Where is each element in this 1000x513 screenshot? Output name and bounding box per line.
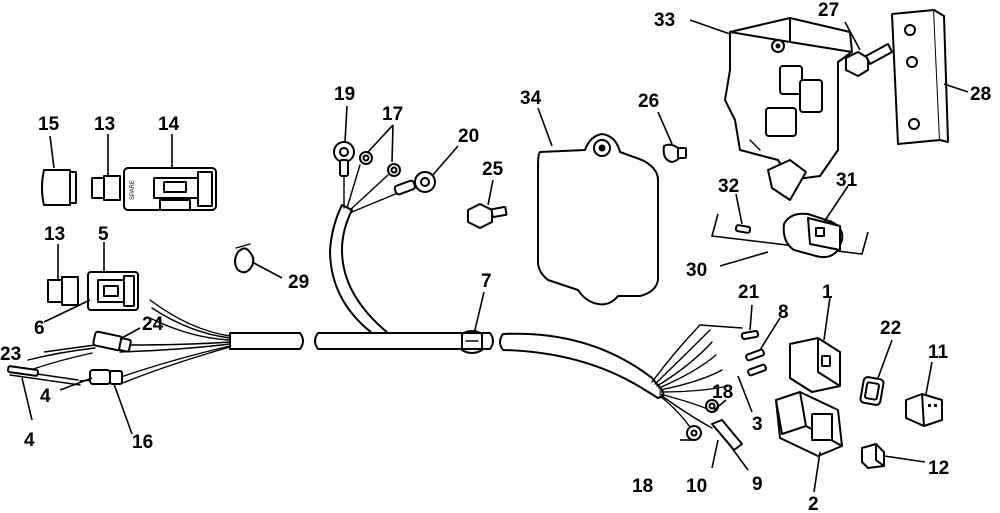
plate-28 [891, 9, 949, 145]
connector-2 [775, 391, 843, 457]
callout-4-lower: 4 [24, 430, 35, 451]
callout-9: 9 [752, 474, 763, 495]
plug-12 [861, 443, 885, 469]
terminal-8 [745, 348, 765, 362]
bracket-33 [724, 17, 853, 201]
connector-1 [789, 337, 841, 393]
callout-30: 30 [686, 260, 707, 281]
callout-13-lower: 13 [44, 224, 65, 245]
terminal-3 [747, 363, 767, 377]
callout-5: 5 [98, 224, 109, 245]
module-34 [537, 133, 659, 306]
callout-20: 20 [458, 126, 479, 147]
screw-26 [662, 143, 687, 163]
connector-11 [905, 393, 943, 427]
callout-19: 19 [334, 84, 355, 105]
callout-17: 17 [382, 104, 403, 125]
screw-25 [467, 203, 508, 229]
callout-2: 2 [808, 494, 819, 513]
callout-27: 27 [818, 0, 839, 21]
callout-6: 6 [34, 318, 45, 339]
leader-lines [21, 19, 969, 493]
callout-7: 7 [481, 271, 492, 292]
spare-label: SPARE [130, 180, 136, 200]
callout-26: 26 [638, 91, 659, 112]
callout-28: 28 [970, 84, 991, 105]
group-bracket-30 [710, 213, 869, 255]
upper-wire-branch [329, 141, 436, 334]
callout-10: 10 [686, 476, 707, 497]
callout-16: 16 [132, 432, 153, 453]
wire-clip-29 [234, 243, 255, 274]
callout-14: 14 [158, 114, 180, 135]
callout-18-lower: 18 [632, 476, 653, 497]
fuse-holder-14: SPARE [123, 167, 217, 211]
ring-terminal-18 [686, 399, 719, 441]
callout-31: 31 [836, 170, 858, 191]
callout-25: 25 [482, 159, 504, 180]
seal-22 [859, 376, 885, 406]
callout-18-upper: 18 [712, 382, 733, 403]
harness-clamp [461, 330, 483, 354]
callout-22: 22 [880, 318, 901, 339]
callout-8: 8 [778, 302, 789, 323]
bullet-connector-16 [89, 369, 123, 385]
bullet-connector-24 [92, 330, 132, 353]
fuse-13-lower [47, 276, 79, 306]
callout-33: 33 [654, 10, 675, 31]
callout-1: 1 [822, 282, 833, 303]
callout-29: 29 [288, 272, 309, 293]
callout-13-upper: 13 [94, 114, 115, 135]
callout-11: 11 [928, 342, 949, 363]
callout-32: 32 [718, 176, 739, 197]
callout-3: 3 [752, 414, 763, 435]
callout-23: 23 [0, 344, 21, 365]
pin-32 [734, 224, 752, 234]
callout-24: 24 [142, 314, 164, 335]
wire-end-4 [6, 365, 40, 377]
terminal-21 [740, 329, 760, 341]
callout-4-upper: 4 [40, 386, 51, 407]
callout-15: 15 [38, 114, 60, 135]
right-wire-fanout [651, 324, 743, 431]
main-harness [229, 332, 665, 399]
left-wire-fanout [9, 299, 231, 386]
screw-27 [845, 43, 893, 77]
callout-34: 34 [520, 88, 542, 109]
callout-12: 12 [928, 458, 949, 479]
fuse-cap-15 [41, 169, 77, 206]
fuse-13-upper [91, 175, 121, 201]
callout-21: 21 [738, 282, 760, 303]
connector-31 [782, 212, 844, 259]
fuse-holder-5 [87, 271, 139, 311]
